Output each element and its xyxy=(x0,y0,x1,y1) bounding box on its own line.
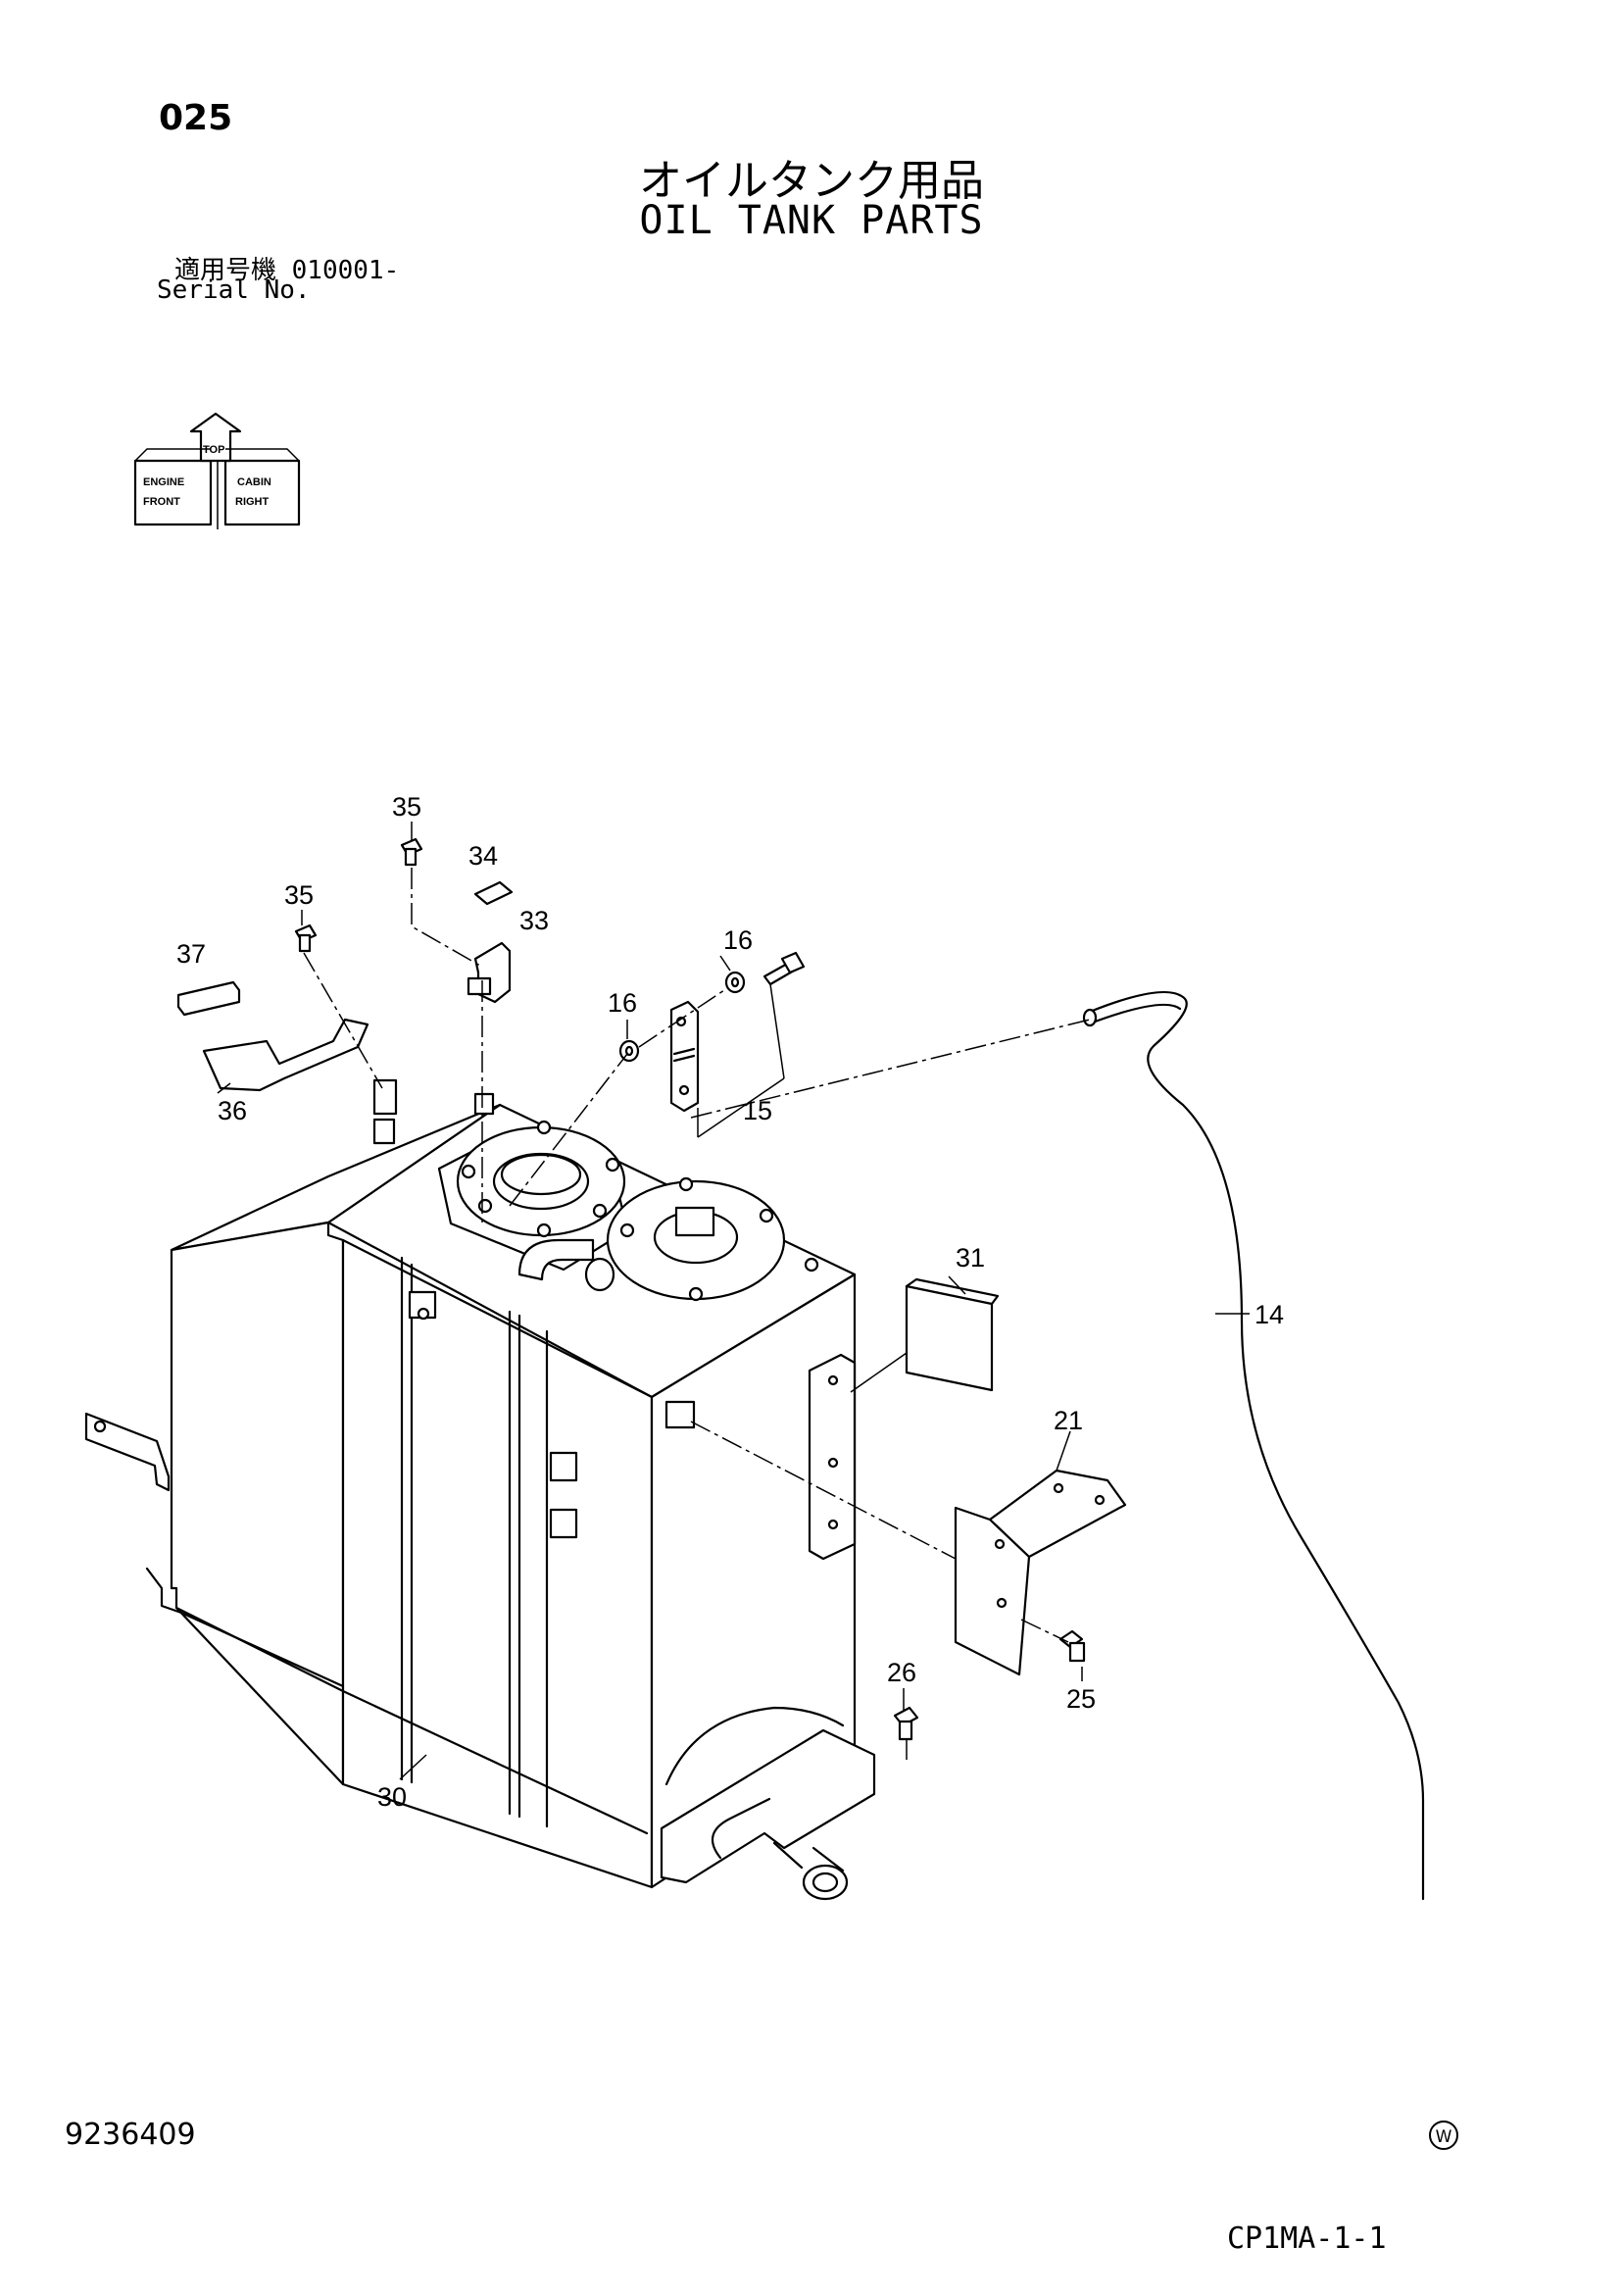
serial-label-english: Serial No. xyxy=(157,275,311,305)
callout-33: 33 xyxy=(519,906,549,935)
callout-16-right: 16 xyxy=(723,925,753,955)
part-washer-16b xyxy=(724,971,746,994)
part-pad-31 xyxy=(905,1284,994,1392)
w-mark: W xyxy=(1429,2121,1458,2150)
callout-30: 30 xyxy=(377,1782,407,1812)
callout-21: 21 xyxy=(1054,1406,1083,1435)
callout-31: 31 xyxy=(956,1243,985,1273)
part-bolt-35a xyxy=(400,837,423,867)
part-bolt-35b xyxy=(294,923,318,953)
callout-16-left: 16 xyxy=(608,988,637,1018)
serial-label-japanese: 適用号機 010001- xyxy=(174,256,400,285)
callout-leaders xyxy=(217,822,1250,1780)
part-tube-14 xyxy=(1088,990,1425,1901)
orientation-top-label: TOP xyxy=(203,444,224,456)
part-plate-36 xyxy=(202,1018,369,1092)
part-pad-34 xyxy=(473,880,514,906)
part-side-bracket xyxy=(808,1353,857,1561)
leader-lines xyxy=(303,868,1091,1760)
callout-35-left: 35 xyxy=(284,880,314,910)
part-block-37 xyxy=(176,980,241,1017)
orientation-cabin-label: CABIN xyxy=(237,476,271,488)
document-number: 9236409 xyxy=(65,2118,196,2152)
callout-15: 15 xyxy=(743,1096,772,1125)
part-washer-16a xyxy=(618,1039,640,1063)
callout-25: 25 xyxy=(1066,1684,1096,1714)
part-holder-36 xyxy=(372,1078,398,1116)
part-bolt-26 xyxy=(893,1706,919,1741)
callout-36: 36 xyxy=(218,1096,247,1125)
callout-14: 14 xyxy=(1254,1300,1284,1329)
part-clamp-15 xyxy=(669,1000,700,1113)
page-title-english: OIL TANK PARTS xyxy=(639,198,984,243)
callout-35-top: 35 xyxy=(392,792,421,822)
callout-34: 34 xyxy=(468,841,498,871)
figure-code: CP1MA-1-1 xyxy=(1227,2221,1387,2256)
orientation-icon: FRONT RIGHT TOP ENGINE CABIN xyxy=(133,412,301,529)
orientation-front-label: FRONT xyxy=(143,496,180,508)
callout-26: 26 xyxy=(887,1658,916,1687)
orientation-right-label: RIGHT xyxy=(235,496,270,508)
page-title-japanese: オイルタンク用品 xyxy=(639,156,984,206)
page-number: 025 xyxy=(159,98,233,138)
part-bracket-21 xyxy=(954,1469,1127,1676)
part-bolt-15 xyxy=(762,951,806,986)
callout-37: 37 xyxy=(176,939,206,969)
part-bolt-25 xyxy=(1058,1629,1086,1663)
part-bracket-33 xyxy=(467,941,512,1004)
oil-tank xyxy=(84,1092,876,1901)
orientation-engine-label: ENGINE xyxy=(143,476,184,488)
